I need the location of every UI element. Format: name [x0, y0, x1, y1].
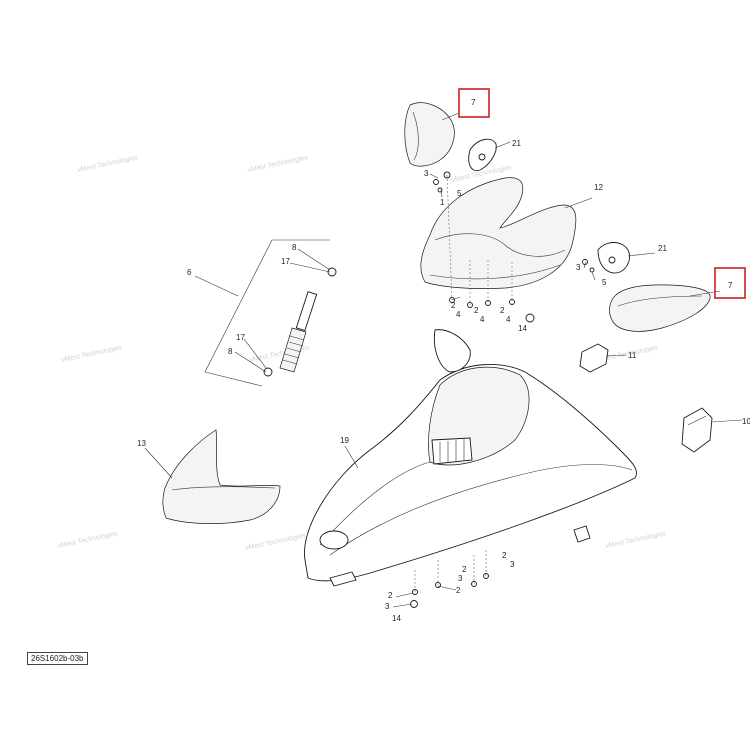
- callout-21-top: 21: [512, 139, 521, 148]
- callout-2-low-b: 2: [502, 551, 507, 560]
- callout-4-mid-b: 4: [480, 315, 485, 324]
- callout-labels: 7 21 12 3 5 1 21 7 3 5 11 10 6 8 17 17 8…: [137, 98, 750, 623]
- callout-2-low-a: 2: [462, 565, 467, 574]
- callout-1-top: 1: [440, 198, 445, 207]
- part-mirror-cover-right-edge: [617, 295, 703, 307]
- callout-3-top: 3: [424, 169, 429, 178]
- part-bracket-10: [681, 407, 713, 453]
- callout-2-left: 2: [388, 591, 393, 600]
- part-hull-deck-crease: [329, 464, 633, 556]
- callout-17-top: 17: [281, 257, 290, 266]
- callout-17-bottom: 17: [236, 333, 245, 342]
- callout-2-mid-a: 2: [451, 301, 456, 310]
- callout-2-mid-b: 2: [474, 306, 479, 315]
- fastener: [582, 259, 588, 265]
- leader-lines: [144, 112, 743, 608]
- part-small-clip: [573, 525, 591, 543]
- part-front-bumper: [329, 571, 357, 587]
- callout-2-low-c: 2: [456, 586, 461, 595]
- part-clip-11: [579, 343, 609, 373]
- callout-21-right: 21: [658, 244, 667, 253]
- fastener: [525, 313, 535, 323]
- watermark: vMest Technologies: [247, 154, 309, 174]
- shock-bracket-line: [204, 371, 263, 387]
- callout-14-left: 14: [392, 614, 401, 623]
- callout-12: 12: [594, 183, 603, 192]
- callout-10: 10: [742, 417, 750, 426]
- part-steering-cover: [433, 329, 471, 373]
- callout-4-mid-a: 4: [456, 310, 461, 319]
- callout-6: 6: [187, 268, 192, 277]
- callout-4-mid-c: 4: [506, 315, 511, 324]
- part-mirror-cover-top-edge: [412, 111, 419, 161]
- part-fastener-17-bottom: [263, 367, 273, 377]
- part-windshield: [420, 177, 577, 289]
- shock-bracket-line: [204, 239, 273, 373]
- watermark: vMest Technologies: [61, 344, 123, 364]
- callout-3-low-b: 3: [510, 560, 515, 569]
- callout-5-top: 5: [457, 189, 462, 198]
- part-shock-rod: [295, 291, 318, 332]
- callout-8-top: 8: [292, 243, 297, 252]
- part-console-vent-slots: [439, 439, 465, 462]
- part-mirror-cover-top: [404, 102, 455, 167]
- watermark: vMest Technologies: [605, 530, 667, 550]
- part-windshield-lower-edge: [429, 264, 561, 280]
- callout-8-bottom: 8: [228, 347, 233, 356]
- part-mirror-cover-right: [609, 284, 711, 332]
- fastener: [509, 299, 515, 305]
- part-console-vent: [431, 437, 473, 465]
- callout-3-low-a: 3: [458, 574, 463, 583]
- callout-19: 19: [340, 436, 349, 445]
- part-bracket-10-detail: [687, 415, 707, 426]
- callout-7-right: 7: [728, 281, 733, 290]
- watermark: vMest Technologies: [77, 154, 139, 174]
- highlight-box-top: [458, 88, 490, 118]
- watermark: vMest Technologies: [57, 530, 119, 550]
- part-windshield-fold: [434, 233, 566, 257]
- callout-5-right: 5: [602, 278, 607, 287]
- part-hull-deck: [304, 363, 637, 582]
- callout-7-top: 7: [471, 98, 476, 107]
- fastener: [589, 267, 595, 273]
- callout-13: 13: [137, 439, 146, 448]
- diagram-reference-code: 26S1602b-03b: [27, 652, 88, 665]
- part-shock-bellows-ribs: [282, 335, 305, 365]
- part-front-cover: [162, 429, 281, 524]
- part-mirror-base-top-hole: [478, 153, 486, 161]
- callout-3-left: 3: [385, 602, 390, 611]
- part-front-cover-edge: [171, 486, 276, 491]
- part-hull-hatch: [319, 530, 349, 550]
- callout-3-right: 3: [576, 263, 581, 272]
- callout-11: 11: [628, 351, 637, 360]
- alignment-lines: [414, 174, 513, 592]
- part-mirror-base-right-hole: [608, 256, 616, 264]
- callout-14-mid: 14: [518, 324, 527, 333]
- fastener: [433, 179, 439, 185]
- callout-2-mid-c: 2: [500, 306, 505, 315]
- highlight-box-right: [714, 267, 746, 299]
- watermark: vMest Technologies: [245, 532, 307, 552]
